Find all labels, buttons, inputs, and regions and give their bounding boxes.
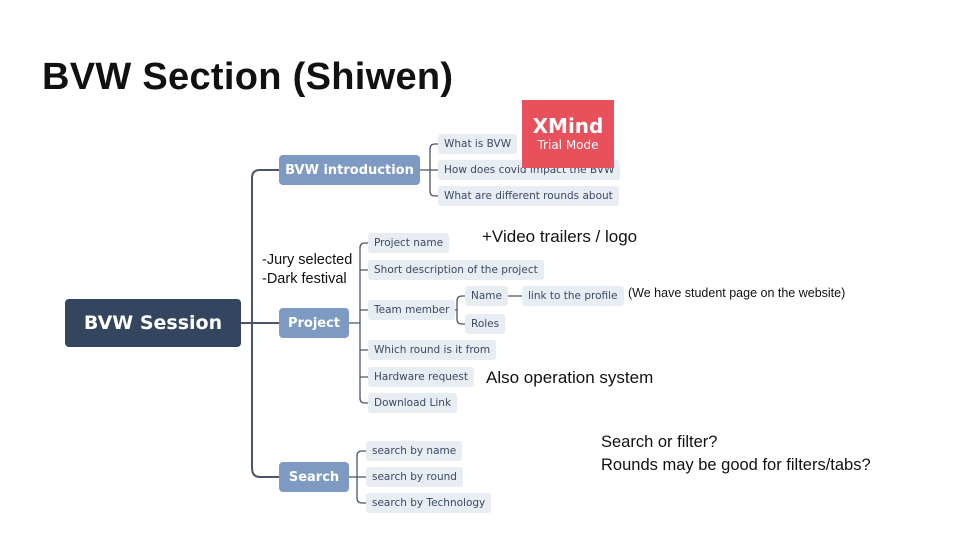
subtopic-what-is-bvw[interactable]: What is BVW <box>438 134 518 154</box>
xmind-mode-text: Trial Mode <box>537 138 599 152</box>
subtopic-roles[interactable]: Roles <box>465 314 506 334</box>
topic-bvw-introduction[interactable]: BVW introduction <box>279 155 420 185</box>
annotation-jury-selected: -Jury selected <box>262 252 353 268</box>
mindmap-root-node[interactable]: BVW Session <box>65 299 241 347</box>
subtopic-name[interactable]: Name <box>465 286 508 306</box>
annotation-video-trailers: +Video trailers / logo <box>482 227 638 246</box>
subtopic-download-link[interactable]: Download Link <box>368 393 458 413</box>
subtopic-hardware-request[interactable]: Hardware request <box>368 367 474 387</box>
subtopic-different-rounds[interactable]: What are different rounds about <box>438 186 619 206</box>
subtopic-which-round[interactable]: Which round is it from <box>368 340 497 360</box>
xmind-brand-text: XMind <box>532 114 604 138</box>
annotation-student-page: (We have student page on the website) <box>628 286 846 300</box>
topic-search[interactable]: Search <box>279 462 349 492</box>
subtopic-project-name[interactable]: Project name <box>368 233 450 253</box>
subtopic-team-member[interactable]: Team member <box>368 300 456 320</box>
subtopic-link-to-profile[interactable]: link to the profile <box>522 286 624 306</box>
topic-project[interactable]: Project <box>279 308 349 338</box>
subtopic-search-by-technology[interactable]: search by Technology <box>366 493 492 513</box>
subtopic-short-description[interactable]: Short description of the project <box>368 260 544 280</box>
annotation-dark-festival: -Dark festival <box>262 271 347 287</box>
xmind-trial-watermark: XMind Trial Mode <box>522 100 614 168</box>
subtopic-search-by-name[interactable]: search by name <box>366 441 463 461</box>
subtopic-search-by-round[interactable]: search by round <box>366 467 463 487</box>
slide-title: BVW Section (Shiwen) <box>42 56 454 98</box>
annotation-rounds-filters: Rounds may be good for filters/tabs? <box>601 456 871 474</box>
annotation-search-or-filter: Search or filter? <box>601 433 718 451</box>
annotation-operation-system: Also operation system <box>486 368 654 387</box>
